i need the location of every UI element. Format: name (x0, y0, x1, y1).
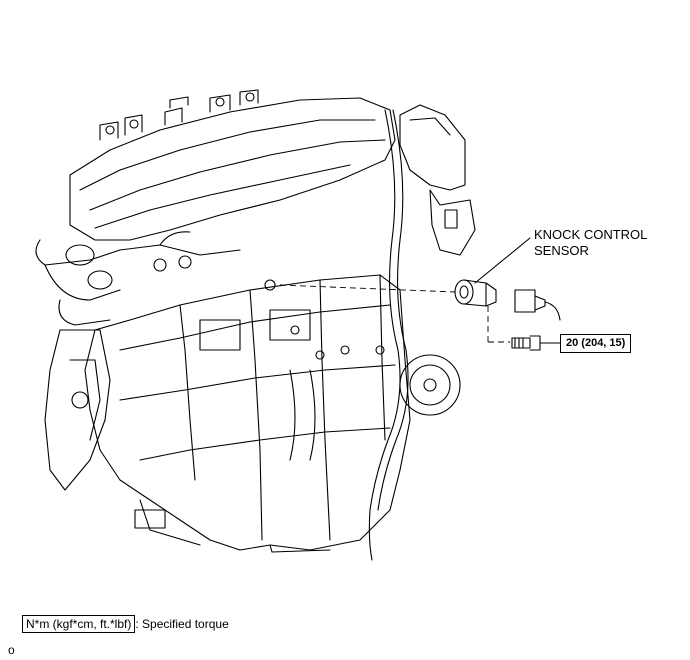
knock-sensor-leader (474, 237, 531, 284)
torque-unit-box: N*m (kgf*cm, ft.*lbf) (22, 615, 136, 633)
installation-dashed-lines (279, 284, 510, 343)
sensor-bolt (511, 335, 541, 351)
knock-sensor-label: KNOCK CONTROL SENSOR (534, 227, 647, 259)
knock-sensor-label-line1: KNOCK CONTROL (534, 227, 648, 242)
crank-pulley (399, 354, 461, 416)
wiring-harness (368, 109, 409, 561)
cylinder-block (84, 274, 411, 553)
torque-spec-box: 20 (204, 15) (560, 334, 632, 353)
footnote-mark: o (8, 643, 15, 657)
knock-sensor-label-line2: SENSOR (534, 243, 589, 258)
left-housing (44, 329, 111, 491)
cylinder-head (69, 89, 396, 241)
knock-sensor (454, 279, 497, 307)
intake-manifold (35, 231, 241, 326)
torque-legend: N*m (kgf*cm, ft.*lbf): Specified torque (22, 615, 229, 633)
engine-mount-bracket (399, 104, 476, 256)
torque-legend-text: : Specified torque (135, 617, 229, 631)
sensor-connector (514, 289, 561, 321)
